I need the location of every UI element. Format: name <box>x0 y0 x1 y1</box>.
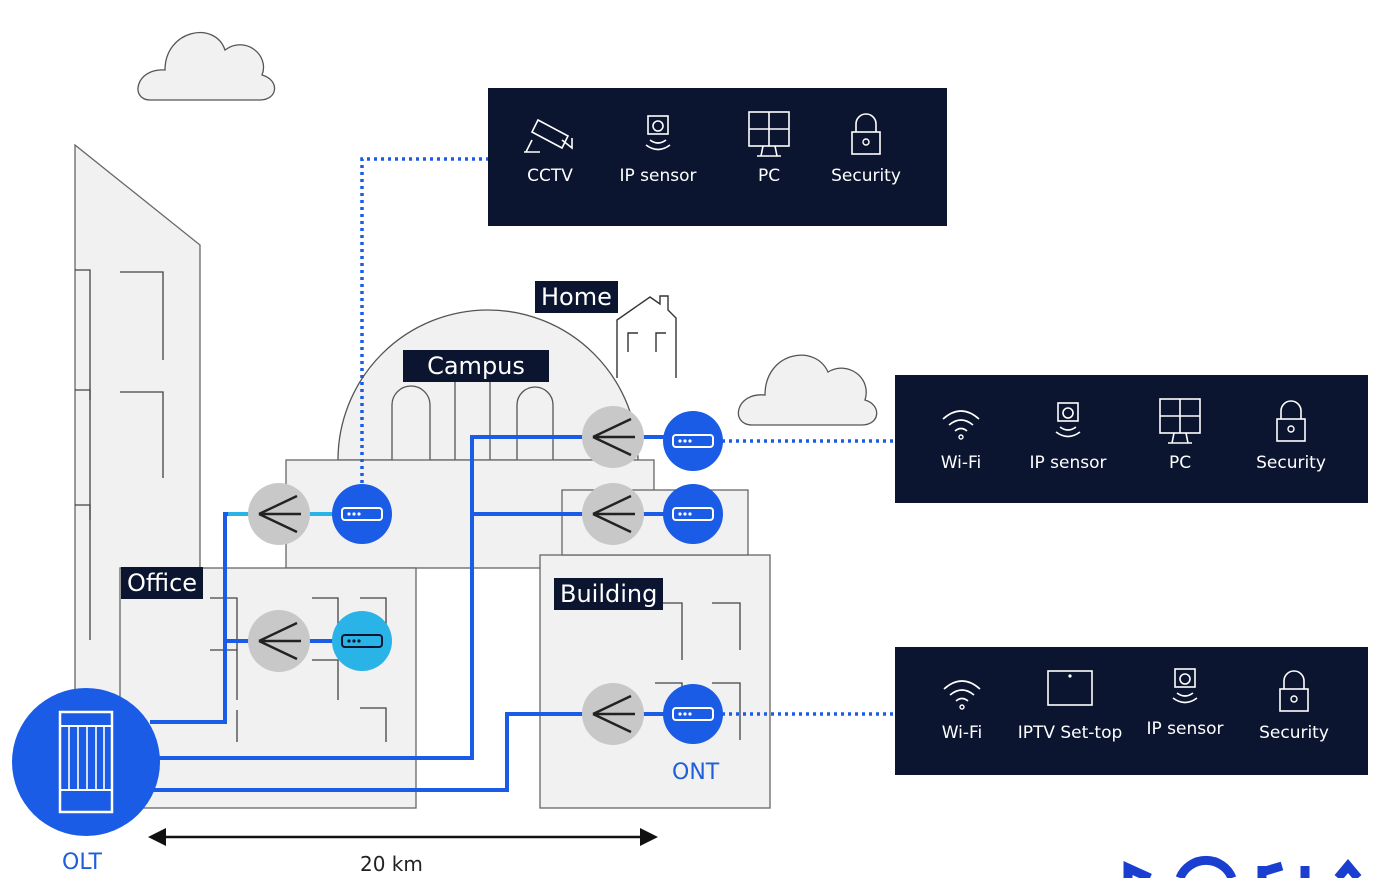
lock-icon <box>851 113 881 155</box>
panel-item-wifi: Wi-Fi <box>901 397 1021 473</box>
office-building <box>119 567 417 809</box>
ont-icon <box>332 484 392 544</box>
panel-item-security: Security <box>1234 667 1354 743</box>
cctv-icon <box>524 118 573 153</box>
olt-label: OLT <box>62 850 102 875</box>
building-label: Building <box>554 578 664 610</box>
ip-sensor-icon <box>1055 402 1081 438</box>
ip-sensor-icon <box>645 115 671 151</box>
splitters <box>248 406 644 745</box>
dotted-links <box>360 157 895 716</box>
panel-item-label: Security <box>1256 453 1326 473</box>
onts <box>332 411 723 744</box>
panel-item-pc: PC <box>1120 397 1240 473</box>
panel-item-label: Security <box>831 166 901 186</box>
olt-icon <box>12 688 160 836</box>
panel-item-ip-sensor: IP sensor <box>598 110 718 186</box>
pc-icon <box>748 111 790 157</box>
settop-icon <box>1047 670 1093 706</box>
cloud-right <box>737 354 878 426</box>
panel-item-ip-sensor: IP sensor <box>1008 397 1128 473</box>
panel-item-label: Wi-Fi <box>940 453 982 473</box>
nokia-logo <box>1123 855 1362 878</box>
panel-item-wifi: Wi-Fi <box>902 667 1022 743</box>
splitter-icon <box>582 483 644 545</box>
distance-arrow <box>148 828 658 846</box>
device-panel-top: CCTV IP sensor PC Security <box>488 88 947 226</box>
panel-item-label: Wi-Fi <box>941 723 983 743</box>
home-label: Home <box>535 281 618 313</box>
wifi-icon <box>942 410 980 440</box>
panel-item-cctv: CCTV <box>490 110 610 186</box>
splitter-icon <box>582 683 644 745</box>
office-label: Office <box>121 567 204 599</box>
panel-item-iptv-settop: IPTV Set-top <box>1010 667 1130 743</box>
ont-label: ONT <box>672 760 720 785</box>
panel-item-label: IP sensor <box>1146 719 1224 739</box>
lock-icon <box>1276 400 1306 442</box>
device-panel-middle: Wi-Fi IP sensor PC Security <box>895 375 1368 503</box>
splitter-icon <box>248 610 310 672</box>
panel-item-label: PC <box>757 166 781 186</box>
panel-item-label: IPTV Set-top <box>1017 723 1123 743</box>
panel-item-label: CCTV <box>527 166 573 186</box>
panel-item-label: IP sensor <box>1029 453 1107 473</box>
wifi-icon <box>943 680 981 710</box>
home-house <box>616 295 677 378</box>
ip-sensor-icon <box>1172 668 1198 704</box>
tower-windows <box>75 269 164 640</box>
cloud-top-left <box>137 31 276 101</box>
ont-icon <box>663 411 723 471</box>
device-panel-bottom: Wi-Fi IPTV Set-top IP sensor Security <box>895 647 1368 775</box>
panel-item-label: PC <box>1168 453 1192 473</box>
splitter-icon <box>248 483 310 545</box>
panel-item-label: IP sensor <box>619 166 697 186</box>
panel-item-security: Security <box>1231 397 1351 473</box>
ont-icon <box>663 684 723 744</box>
lock-icon <box>1279 670 1309 712</box>
campus-label: Campus <box>403 350 549 382</box>
home-windows <box>627 332 666 352</box>
ont-icon <box>332 611 392 671</box>
panel-item-pc: PC <box>709 110 829 186</box>
splitter-icon <box>582 406 644 468</box>
panel-item-label: Security <box>1259 723 1329 743</box>
pc-icon <box>1159 398 1201 444</box>
ont-icon <box>663 484 723 544</box>
panel-item-security: Security <box>806 110 926 186</box>
panel-item-ip-sensor: IP sensor <box>1125 663 1245 739</box>
distance-label: 20 km <box>360 852 423 876</box>
campus-arches <box>391 380 554 460</box>
